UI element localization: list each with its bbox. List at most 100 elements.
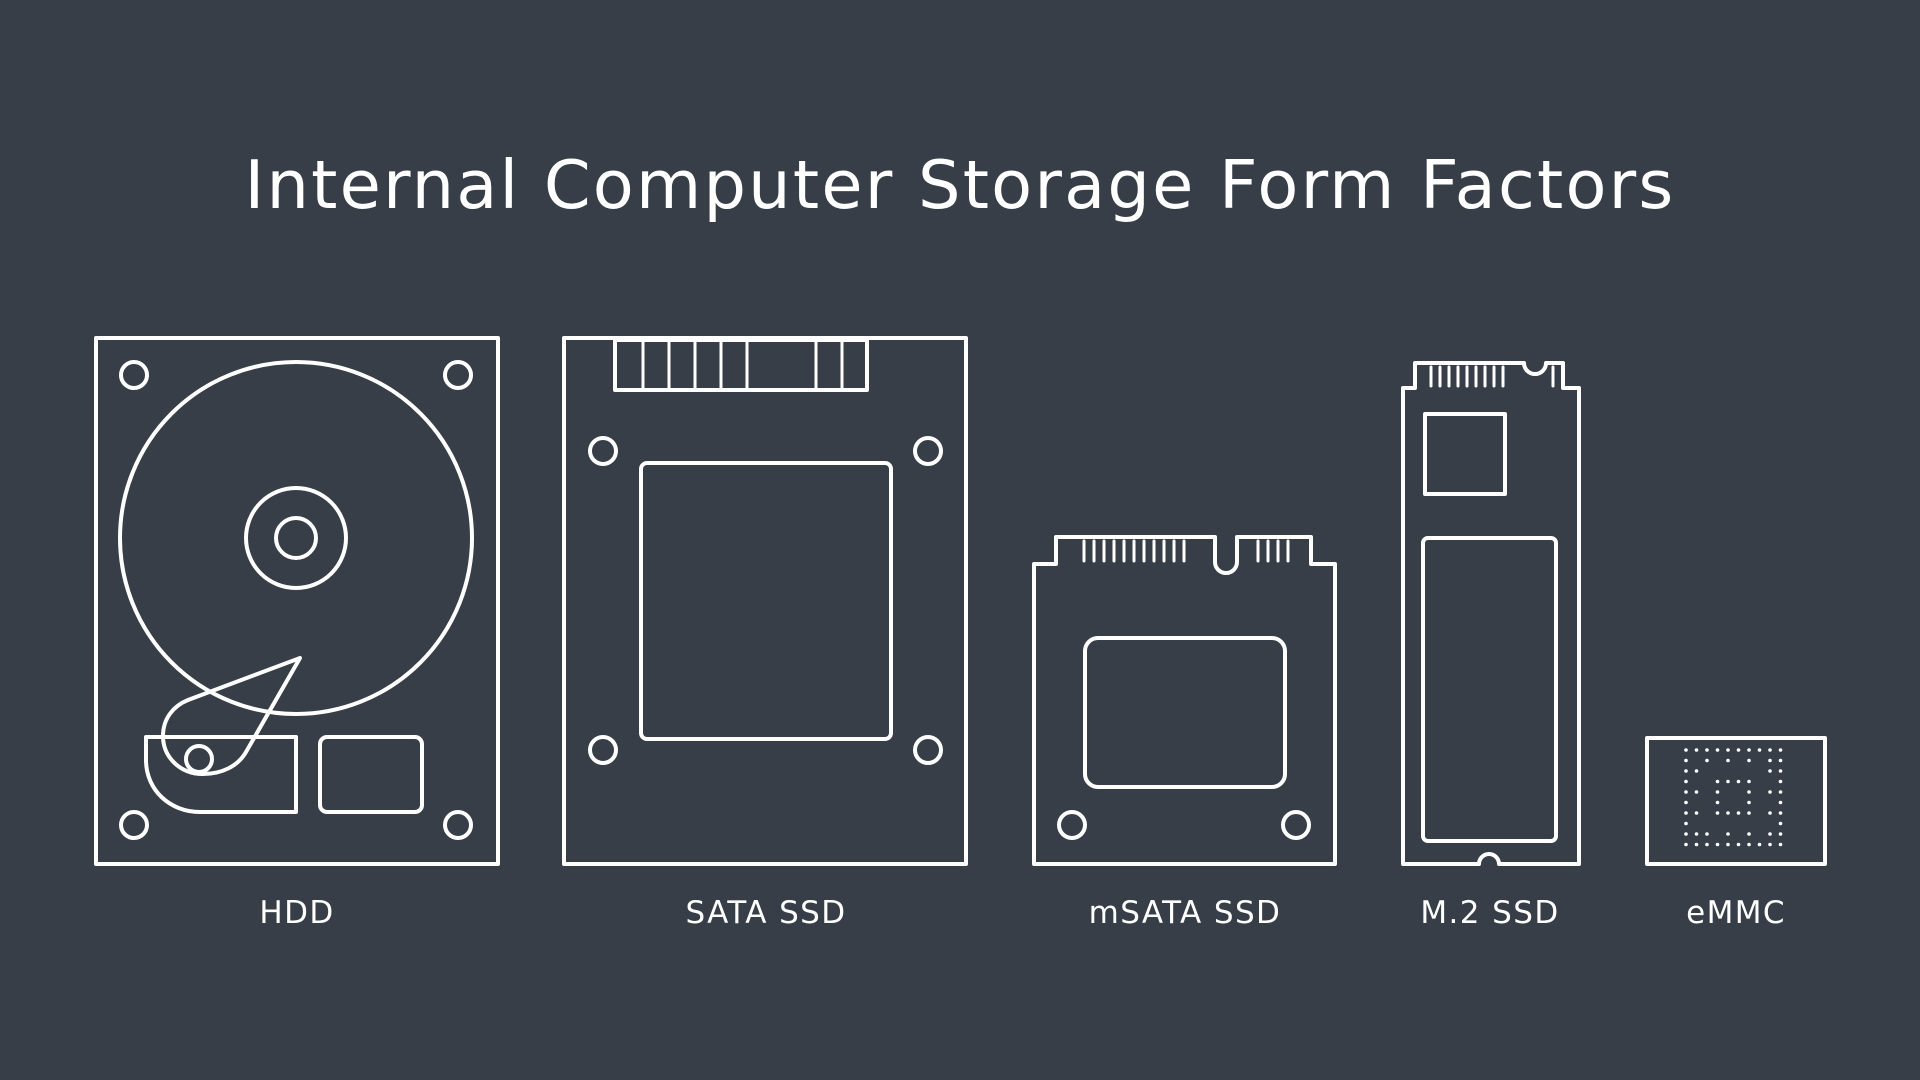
emmc-solder-ball bbox=[1684, 769, 1688, 773]
emmc-solder-ball bbox=[1768, 842, 1772, 847]
emmc-solder-ball bbox=[1768, 790, 1772, 794]
emmc-solder-ball bbox=[1736, 748, 1741, 752]
msata-chip bbox=[1083, 636, 1287, 789]
emmc-solder-ball bbox=[1684, 748, 1688, 752]
emmc-solder-ball bbox=[1694, 811, 1699, 815]
emmc-solder-ball bbox=[1726, 748, 1730, 752]
m2-board-outline bbox=[1401, 361, 1581, 866]
emmc-solder-ball bbox=[1694, 842, 1699, 847]
emmc-solder-ball bbox=[1715, 779, 1720, 784]
emmc-solder-ball bbox=[1747, 779, 1751, 784]
emmc-solder-ball bbox=[1694, 790, 1699, 794]
emmc-solder-ball bbox=[1736, 779, 1741, 784]
emmc-ball-grid bbox=[1684, 748, 1783, 847]
emmc-solder-ball bbox=[1684, 811, 1688, 815]
emmc-solder-ball bbox=[1694, 832, 1699, 836]
emmc-solder-ball bbox=[1684, 779, 1688, 784]
emmc-solder-ball bbox=[1768, 758, 1772, 763]
emmc-solder-ball bbox=[1778, 842, 1783, 847]
hdd-actuator-arm bbox=[161, 656, 302, 776]
hdd-actuator-base bbox=[144, 735, 298, 814]
hdd-actuator-pivot bbox=[184, 744, 214, 774]
emmc-solder-ball bbox=[1715, 811, 1720, 815]
emmc-package-outline bbox=[1645, 736, 1827, 866]
label-sata-ssd: SATA SSD bbox=[685, 895, 847, 931]
emmc-solder-ball bbox=[1684, 842, 1688, 847]
emmc-solder-ball bbox=[1684, 758, 1688, 763]
m2-ssd-drawing bbox=[1401, 361, 1581, 866]
label-m2-ssd: M.2 SSD bbox=[1420, 895, 1560, 931]
emmc-solder-ball bbox=[1768, 832, 1772, 836]
emmc-solder-ball bbox=[1778, 821, 1783, 826]
emmc-solder-ball bbox=[1747, 748, 1751, 752]
emmc-solder-ball bbox=[1715, 790, 1720, 794]
hdd-spindle-hub bbox=[274, 516, 318, 560]
msata-screw-hole bbox=[1281, 810, 1311, 840]
emmc-solder-ball bbox=[1736, 811, 1741, 815]
emmc-solder-ball bbox=[1726, 779, 1730, 784]
emmc-solder-ball bbox=[1747, 832, 1751, 836]
msata-board-outline bbox=[1032, 535, 1337, 866]
emmc-solder-ball bbox=[1778, 758, 1783, 763]
emmc-solder-ball bbox=[1768, 811, 1772, 815]
label-hdd: HDD bbox=[259, 895, 335, 931]
emmc-solder-ball bbox=[1757, 842, 1762, 847]
hdd-drawing bbox=[94, 336, 500, 866]
emmc-solder-ball bbox=[1684, 832, 1688, 836]
emmc-solder-ball bbox=[1684, 821, 1688, 826]
emmc-solder-ball bbox=[1778, 769, 1783, 773]
hdd-case-outline bbox=[94, 336, 500, 866]
m2-nand-chip bbox=[1421, 536, 1558, 843]
hdd-spindle-ring bbox=[244, 486, 348, 590]
emmc-solder-ball bbox=[1726, 842, 1730, 847]
hdd-screw-hole bbox=[443, 810, 473, 840]
msata-ssd-drawing bbox=[1032, 535, 1337, 866]
emmc-solder-ball bbox=[1705, 758, 1709, 763]
emmc-solder-ball bbox=[1705, 832, 1709, 836]
sata-screw-hole bbox=[588, 436, 618, 466]
emmc-solder-ball bbox=[1736, 842, 1741, 847]
hdd-screw-hole bbox=[119, 360, 149, 390]
emmc-solder-ball bbox=[1705, 842, 1709, 847]
label-msata-ssd: mSATA SSD bbox=[1088, 895, 1282, 931]
emmc-solder-ball bbox=[1715, 748, 1720, 752]
hdd-screw-hole bbox=[119, 810, 149, 840]
emmc-solder-ball bbox=[1747, 811, 1751, 815]
emmc-solder-ball bbox=[1684, 790, 1688, 794]
hdd-controller-chip bbox=[318, 735, 424, 814]
emmc-solder-ball bbox=[1726, 832, 1730, 836]
sata-connector bbox=[613, 338, 869, 392]
emmc-solder-ball bbox=[1778, 790, 1783, 794]
sata-ssd-drawing bbox=[562, 336, 968, 866]
emmc-solder-ball bbox=[1684, 800, 1688, 805]
emmc-solder-ball bbox=[1747, 842, 1751, 847]
emmc-solder-ball bbox=[1757, 748, 1762, 752]
emmc-solder-ball bbox=[1778, 748, 1783, 752]
emmc-solder-ball bbox=[1768, 748, 1772, 752]
emmc-solder-ball bbox=[1715, 800, 1720, 805]
hdd-screw-hole bbox=[443, 360, 473, 390]
emmc-solder-ball bbox=[1778, 800, 1783, 805]
emmc-solder-ball bbox=[1747, 790, 1751, 794]
emmc-drawing bbox=[1645, 736, 1827, 866]
sata-screw-hole bbox=[913, 735, 943, 765]
emmc-solder-ball bbox=[1768, 769, 1772, 773]
sata-screw-hole bbox=[913, 436, 943, 466]
emmc-solder-ball bbox=[1778, 832, 1783, 836]
emmc-solder-ball bbox=[1747, 758, 1751, 763]
sata-screw-hole bbox=[588, 735, 618, 765]
sata-controller-chip bbox=[639, 461, 893, 741]
emmc-solder-ball bbox=[1747, 800, 1751, 805]
emmc-solder-ball bbox=[1705, 748, 1709, 752]
sata-case-outline bbox=[562, 336, 968, 866]
emmc-solder-ball bbox=[1778, 779, 1783, 784]
emmc-solder-ball bbox=[1726, 758, 1730, 763]
emmc-solder-ball bbox=[1778, 811, 1783, 815]
emmc-solder-ball bbox=[1694, 769, 1699, 773]
hdd-platter bbox=[118, 360, 474, 716]
diagram-title: Internal Computer Storage Form Factors bbox=[244, 146, 1676, 224]
msata-screw-hole bbox=[1057, 810, 1087, 840]
label-emmc: eMMC bbox=[1686, 895, 1786, 931]
